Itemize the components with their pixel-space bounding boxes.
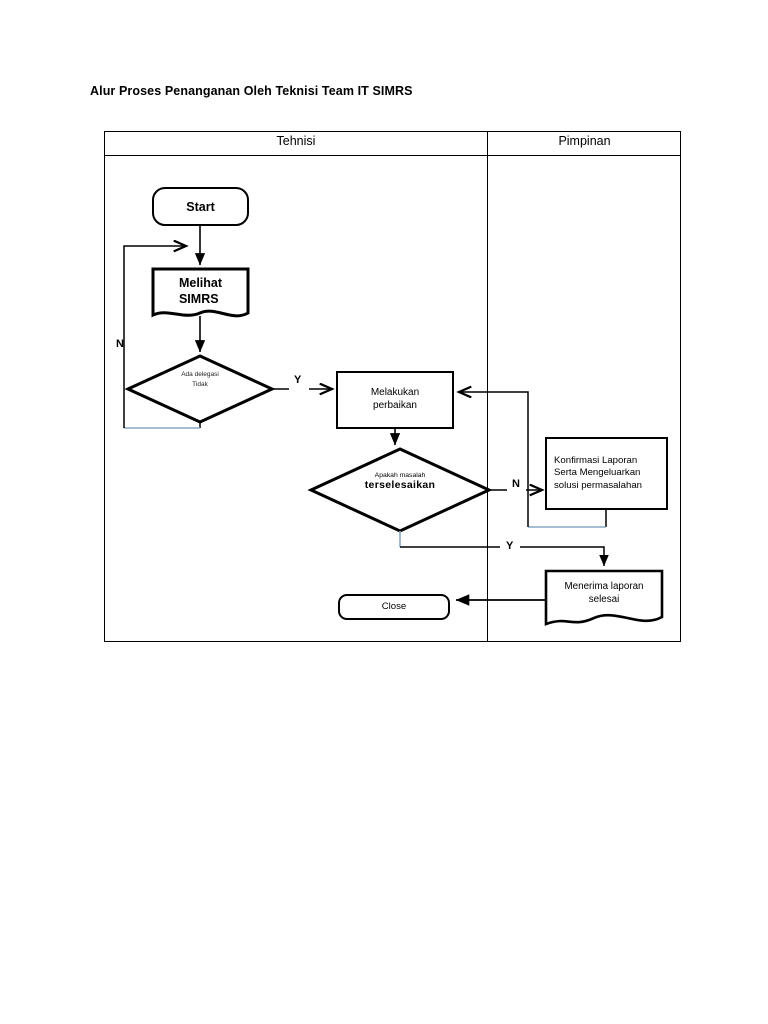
- node-menerima-laporan-label: Menerima laporan selesai: [545, 570, 663, 617]
- node-konfirmasi-laporan-label-line-1: Konfirmasi Laporan: [554, 455, 638, 467]
- lane-vertical-divider: [487, 131, 488, 642]
- node-melakukan-perbaikan[interactable]: Melakukan perbaikan: [336, 371, 454, 429]
- lane-header-divider: [104, 155, 681, 156]
- node-decision-delegasi-label-line-1: Ada delegasi: [181, 371, 219, 378]
- node-decision-terselesaikan[interactable]: Apakah masalah terselesaikan: [330, 472, 470, 491]
- node-menerima-laporan-label-line-2: selesai: [588, 593, 620, 605]
- node-konfirmasi-laporan-label: Konfirmasi Laporan Serta Mengeluarkan so…: [554, 455, 642, 492]
- node-melihat-simrs-label-line-1: Melihat: [178, 275, 223, 290]
- lane-header-pimpinan: Pimpinan: [558, 134, 611, 148]
- node-melakukan-perbaikan-label-line-1: Melakukan: [370, 387, 420, 399]
- node-melihat-simrs[interactable]: Melihat SIMRS: [152, 268, 249, 323]
- node-konfirmasi-laporan-label-line-3: solusi permasalahan: [554, 479, 642, 491]
- node-melihat-simrs-label-line-2: SIMRS: [178, 292, 219, 306]
- node-decision-terselesaikan-label-line-1: Apakah masalah: [374, 472, 426, 479]
- node-konfirmasi-laporan-label-line-2: Serta Mengeluarkan: [554, 467, 641, 479]
- lane-header-teknisi: Tehnisi: [276, 134, 316, 148]
- branch-label-delegasi-no: N: [116, 338, 124, 350]
- node-decision-terselesaikan-label-line-2: terselesaikan: [364, 479, 436, 491]
- node-start[interactable]: Start: [152, 187, 249, 226]
- node-melihat-simrs-label: Melihat SIMRS: [152, 268, 249, 314]
- node-konfirmasi-laporan[interactable]: Konfirmasi Laporan Serta Mengeluarkan so…: [545, 437, 668, 510]
- node-close-label: Close: [381, 600, 407, 612]
- node-menerima-laporan[interactable]: Menerima laporan selesai: [545, 570, 663, 628]
- branch-label-terselesaikan-no: N: [512, 478, 520, 490]
- node-start-label: Start: [186, 199, 215, 214]
- node-close[interactable]: Close: [338, 594, 450, 620]
- branch-label-terselesaikan-yes: Y: [506, 540, 514, 552]
- node-menerima-laporan-label-line-1: Menerima laporan: [564, 580, 644, 592]
- node-decision-delegasi[interactable]: Ada delegasi Tidak: [150, 370, 250, 390]
- branch-label-delegasi-yes: Y: [294, 374, 302, 386]
- node-melakukan-perbaikan-label-line-2: perbaikan: [373, 400, 417, 411]
- node-decision-delegasi-label-line-2: Tidak: [192, 380, 208, 388]
- node-melakukan-perbaikan-label: Melakukan perbaikan: [371, 387, 419, 413]
- page-title: Alur Proses Penanganan Oleh Teknisi Team…: [90, 84, 413, 98]
